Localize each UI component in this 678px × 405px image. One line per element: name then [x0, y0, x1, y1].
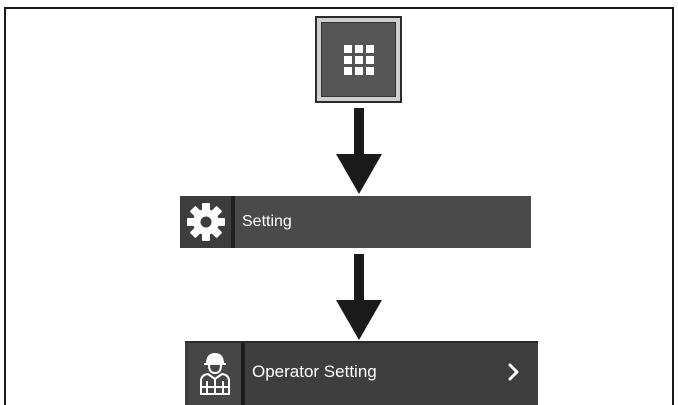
figure-frame: [4, 7, 674, 405]
grid-menu-icon: [343, 44, 374, 75]
operator-setting-menu-item[interactable]: Operator Setting: [185, 341, 538, 405]
setting-label: Setting: [242, 213, 292, 230]
setting-menu-item[interactable]: Setting: [180, 196, 531, 248]
operator-icon-box: [189, 343, 245, 405]
down-arrow-icon: [336, 254, 382, 340]
gear-icon: [186, 203, 225, 241]
operator-icon: [200, 352, 230, 395]
menu-button[interactable]: [315, 16, 402, 103]
chevron-right-icon: [508, 363, 519, 381]
down-arrow-icon: [336, 108, 382, 194]
operator-setting-label: Operator Setting: [252, 362, 377, 381]
setting-icon-box: [180, 196, 235, 248]
